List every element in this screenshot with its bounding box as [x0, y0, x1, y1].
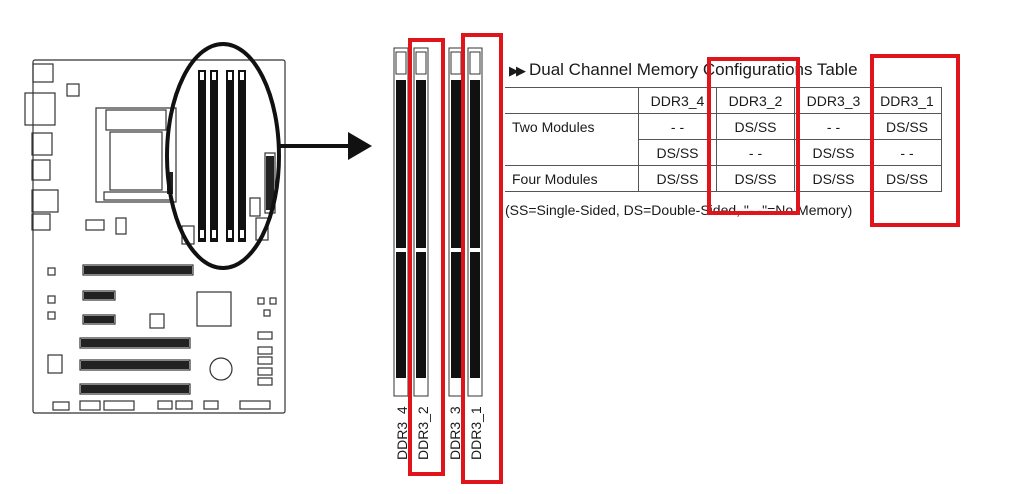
- highlight-box-slot-ddr3-2: [408, 38, 445, 476]
- table-cell: DS/SS: [638, 139, 717, 166]
- chipset: [196, 291, 232, 327]
- table-cell: DS/SS: [716, 165, 795, 192]
- table-header-row: DDR3_4 DDR3_2 DDR3_3 DDR3_1: [505, 87, 942, 114]
- highlight-box-slot-ddr3-1: [461, 33, 503, 484]
- table-row: Four Modules DS/SS DS/SS DS/SS DS/SS: [505, 165, 942, 192]
- table-cell: DS/SS: [794, 139, 873, 166]
- table-row: DS/SS - - DS/SS - -: [505, 139, 942, 166]
- table-cell: DS/SS: [794, 165, 873, 192]
- memory-config-table: DDR3_4 DDR3_2 DDR3_3 DDR3_1 Two Modules …: [505, 87, 942, 192]
- enlarged-dimm-slots: [393, 47, 483, 397]
- table-cell: DS/SS: [716, 113, 795, 140]
- table-title-text: Dual Channel Memory Configurations Table: [529, 60, 858, 79]
- row-label: [505, 139, 639, 166]
- motherboard-outline: [24, 59, 286, 414]
- table-cell: DS/SS: [872, 165, 942, 192]
- table-title: ▶▶Dual Channel Memory Configurations Tab…: [509, 60, 858, 80]
- highlight-box-column-ddr3-2: [707, 57, 800, 215]
- pointer-arrow-head: [348, 132, 372, 160]
- battery: [209, 357, 233, 381]
- table-cell: DS/SS: [638, 165, 717, 192]
- dimm-slot-ddr3-1: [467, 47, 483, 397]
- cpu-socket: [95, 107, 177, 203]
- dimm-slot-ddr3-4: [393, 47, 409, 397]
- double-arrow-icon: ▶▶: [509, 63, 526, 78]
- column-header: DDR3_4: [638, 87, 717, 114]
- table-row: Two Modules - - DS/SS - - DS/SS: [505, 113, 942, 140]
- table-cell: DS/SS: [872, 113, 942, 140]
- row-label: Two Modules: [505, 113, 639, 140]
- table-cell: - -: [794, 113, 873, 140]
- memory-highlight-ellipse: [165, 42, 281, 270]
- board-memory-slots: [198, 70, 246, 242]
- row-label: Four Modules: [505, 165, 639, 192]
- port-block: [32, 63, 54, 83]
- pcie-slot: [82, 264, 194, 276]
- column-header: DDR3_1: [872, 87, 942, 114]
- column-header: DDR3_3: [794, 87, 873, 114]
- table-cell: - -: [638, 113, 717, 140]
- highlight-box-column-ddr3-1: [870, 54, 960, 227]
- table-corner-cell: [505, 87, 639, 114]
- dimm-slot-ddr3-2: [413, 47, 429, 397]
- table-note: (SS=Single-Sided, DS=Double-Sided, "- -"…: [505, 202, 853, 218]
